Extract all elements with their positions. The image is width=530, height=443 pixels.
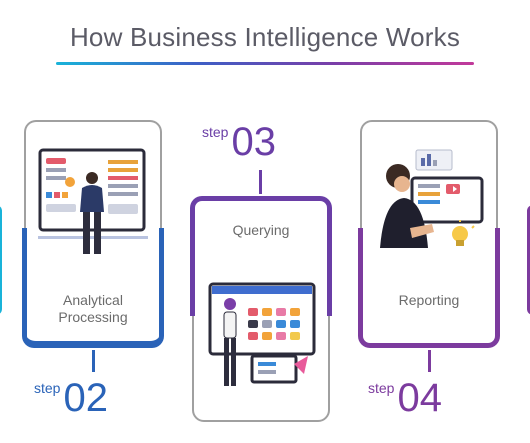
page-title: How Business Intelligence Works [69,22,461,52]
step-number: 02 [63,376,108,420]
step-word: step [202,124,229,140]
step-04-connector [428,350,431,372]
reporting-person-illustration [380,149,484,248]
card-reporting-label: Reporting [398,292,460,308]
title-underline [56,62,474,65]
query-dashboard-illustration [208,282,316,386]
card-analytical-processing-label: Analytical Processing [24,292,162,326]
step-03-connector [259,170,262,194]
partial-card-right-edge [527,205,530,315]
card-reporting-accent [358,228,500,348]
analyst-dashboard-illustration [38,148,148,254]
step-03-badge: step 03 [202,122,276,162]
label-line-2: Processing [58,309,128,325]
step-number: 04 [397,376,442,420]
step-02-badge: step 02 [34,378,108,418]
step-04-badge: step 04 [368,378,442,418]
step-02-connector [92,350,95,372]
card-querying-accent [190,196,332,316]
step-word: step [34,380,61,396]
label-line-1: Analytical [63,292,123,308]
step-word: step [368,380,395,396]
card-querying-label: Querying [232,222,290,238]
step-number: 03 [231,120,276,164]
card-analytical-processing-accent [22,228,164,348]
partial-card-left-edge [0,205,2,315]
